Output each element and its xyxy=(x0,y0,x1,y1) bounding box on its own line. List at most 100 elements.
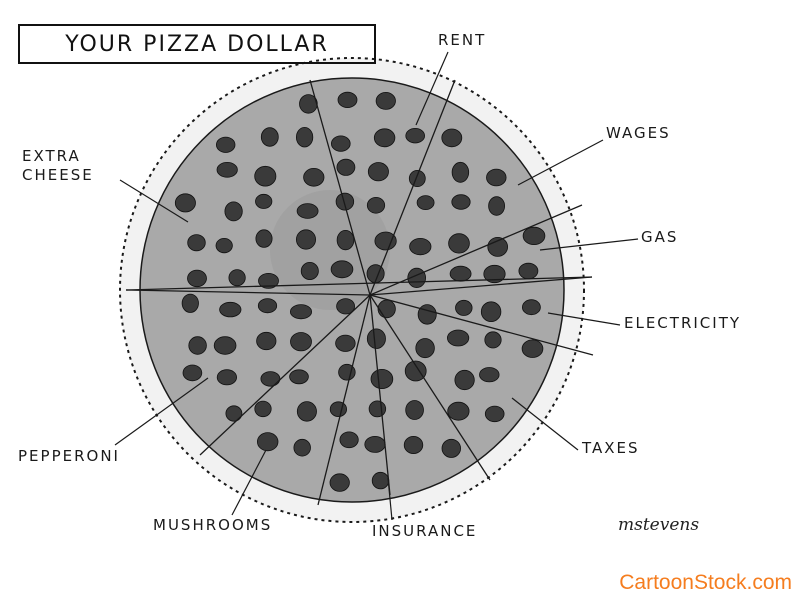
pepperoni-slice xyxy=(366,328,386,349)
pepperoni-slice xyxy=(260,371,281,387)
pepperoni-slice xyxy=(487,236,509,257)
pepperoni-slice xyxy=(289,369,309,385)
leader-insurance xyxy=(387,477,393,521)
pepperoni-slice xyxy=(181,293,199,313)
pepperoni-slice xyxy=(479,367,500,383)
pepperoni-slice xyxy=(290,332,312,352)
pepperoni-slice xyxy=(296,401,317,422)
pepperoni-slice xyxy=(174,193,196,213)
pepperoni-slice xyxy=(522,226,546,245)
pepperoni-slice xyxy=(215,238,233,254)
pepperoni-slice xyxy=(225,405,243,422)
pepperoni-slice xyxy=(216,369,237,386)
pepperoni-slice xyxy=(330,135,351,152)
label-electricity: ELECTRICITY xyxy=(624,314,742,332)
pepperoni-slice xyxy=(480,301,502,323)
pepperoni-slice xyxy=(441,438,462,458)
leader-electricity xyxy=(547,312,621,326)
pepperoni-slice xyxy=(188,336,207,355)
pepperoni-slice xyxy=(416,195,435,211)
pepperoni-slice xyxy=(255,193,273,209)
pepperoni-slice xyxy=(187,234,206,252)
pepperoni-slice xyxy=(405,400,424,420)
pepperoni-slice xyxy=(415,338,435,359)
watermark: CartoonStock.com xyxy=(619,571,792,594)
pepperoni-slice xyxy=(219,301,242,318)
pepperoni-slice xyxy=(336,230,355,251)
pepperoni-slice xyxy=(224,201,243,222)
pepperoni-slice xyxy=(409,238,432,256)
label-leader-lines xyxy=(114,51,639,521)
pepperoni-slice xyxy=(339,431,359,449)
pepperoni-slice xyxy=(257,432,279,452)
pepperoni-slice xyxy=(484,331,502,349)
pepperoni-slice xyxy=(368,400,387,418)
pepperoni-slice xyxy=(335,334,356,352)
slice-cuts xyxy=(125,79,594,506)
pepperoni-slice xyxy=(295,229,316,250)
pepperoni-slice xyxy=(338,363,356,381)
pepperoni-slice xyxy=(371,471,390,490)
label-extra-cheese: EXTRA CHEESE xyxy=(22,147,94,184)
pepperoni-slice xyxy=(455,299,473,316)
slice-cut-line xyxy=(317,294,371,506)
artist-signature: mstevens xyxy=(618,515,700,535)
pepperoni-slice xyxy=(330,260,354,279)
leader-rent xyxy=(415,51,449,126)
pepperoni-slice xyxy=(254,165,277,187)
pepperoni-slice xyxy=(374,231,397,251)
slice-cut-line xyxy=(369,294,491,481)
pepperoni-slice xyxy=(454,369,475,391)
slice-cut-line xyxy=(199,294,371,456)
pepperoni-slice xyxy=(405,127,426,144)
pepperoni-slice xyxy=(446,329,470,347)
pepperoni-slice xyxy=(187,269,207,288)
pepperoni-slice xyxy=(441,128,463,148)
pepperoni-slice xyxy=(182,364,203,382)
slice-cut-line xyxy=(369,294,594,356)
label-gas: GAS xyxy=(641,228,679,246)
label-pepperoni: PEPPERONI xyxy=(18,447,120,465)
pepperoni-slice xyxy=(329,473,350,492)
pepperoni-slice xyxy=(403,435,424,454)
label-insurance: INSURANCE xyxy=(372,522,478,540)
pepperoni-slice xyxy=(337,91,358,109)
pepperoni-slice xyxy=(483,264,506,284)
label-mushrooms: MUSHROOMS xyxy=(153,516,273,534)
pepperoni-slice xyxy=(336,298,356,315)
slice-cut-line xyxy=(369,79,456,296)
label-wages: WAGES xyxy=(606,124,671,142)
pepperoni-slice xyxy=(366,197,386,214)
leader-wages xyxy=(517,139,604,186)
pepperoni-slice xyxy=(375,92,396,110)
pepperoni-slice xyxy=(216,162,238,178)
pepperoni-slice xyxy=(258,272,279,289)
pepperoni-slice xyxy=(295,126,314,148)
pepperoni-slice xyxy=(296,203,319,219)
pepperoni-slice xyxy=(257,298,278,314)
pepperoni-slice xyxy=(451,194,471,210)
slice-cut-line xyxy=(309,79,371,296)
leader-gas xyxy=(539,238,639,251)
label-rent: RENT xyxy=(438,31,487,49)
pepperoni-slice xyxy=(377,299,396,319)
pepperoni-slice xyxy=(364,435,386,453)
slice-cut-line xyxy=(369,204,583,296)
pepperoni-slice xyxy=(367,162,389,182)
cartoon-title: YOUR PIZZA DOLLAR xyxy=(18,24,376,64)
pepperoni-slice xyxy=(254,400,272,418)
pepperoni-slice xyxy=(289,304,312,320)
pepperoni-slice xyxy=(488,196,506,216)
pepperoni-slice xyxy=(373,128,396,148)
pepperoni-slice xyxy=(303,168,325,187)
pepperoni-slice xyxy=(293,438,311,457)
leader-pepperoni xyxy=(114,377,209,446)
pepperoni-slice xyxy=(522,299,541,316)
pepperoni-slice xyxy=(329,401,347,418)
slice-cut-line xyxy=(369,276,593,296)
pepperoni-slice xyxy=(215,136,236,153)
pepperoni-slice xyxy=(370,368,394,389)
pepperoni-slice xyxy=(521,339,544,358)
leader-extra-cheese xyxy=(119,179,189,223)
